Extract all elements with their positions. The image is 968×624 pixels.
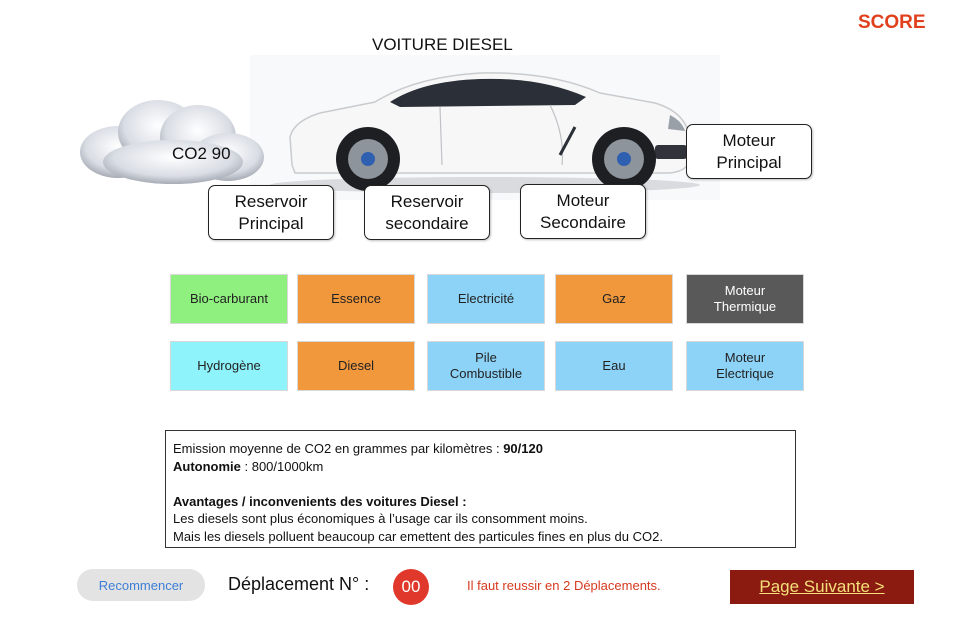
tile-diesel[interactable]: Diesel [297,341,415,391]
tile-moteur-electrique[interactable]: Moteur Electrique [686,341,804,391]
info-line-2: Mais les diesels polluent beaucoup car e… [173,528,663,544]
tile-essence[interactable]: Essence [297,274,415,324]
moves-counter: 00 [393,569,429,605]
autonomy-label: Autonomie [173,458,241,474]
car-image [250,55,720,200]
autonomy-value: : 800/1000km [240,458,324,474]
hint-text: Il faut reussir en 2 Déplacements. [467,578,661,593]
page-title: VOITURE DIESEL [372,35,513,54]
autonomy-line: Autonomie : 800/1000km [173,458,788,476]
cloud-icon [80,100,264,184]
tile-moteur-thermique[interactable]: Moteur Thermique [686,274,804,324]
tile-gaz[interactable]: Gaz [555,274,673,324]
tile-pile-combustible[interactable]: Pile Combustible [427,341,545,391]
score-label: SCORE [858,12,926,33]
pros-cons-title: Avantages / inconvenients des voitures D… [173,493,467,509]
tile-hydrogene[interactable]: Hydrogène [170,341,288,391]
restart-button[interactable]: Recommencer [77,569,205,601]
slot-engine-secondary[interactable]: Moteur Secondaire [520,184,646,239]
co2-label: CO2 90 [172,144,231,163]
emission-line: Emission moyenne de CO2 en grammes par k… [173,440,788,458]
info-spacer [173,475,788,493]
emission-value: 90/120 [503,441,543,456]
next-page-button[interactable]: Page Suivante > [730,570,914,604]
tile-eau[interactable]: Eau [555,341,673,391]
info-panel: Emission moyenne de CO2 en grammes par k… [165,430,796,548]
emission-text: Emission moyenne de CO2 en grammes par k… [173,441,504,456]
info-line-1: Les diesels sont plus économiques à l’us… [173,511,588,526]
tile-bio-carburant[interactable]: Bio-carburant [170,274,288,324]
slot-tank-secondary[interactable]: Reservoir secondaire [364,185,490,240]
slot-engine-main[interactable]: Moteur Principal [686,124,812,179]
moves-label: Déplacement N° : [228,574,370,594]
slot-tank-main[interactable]: Reservoir Principal [208,185,334,240]
tile-electricite[interactable]: Electricité [427,274,545,324]
